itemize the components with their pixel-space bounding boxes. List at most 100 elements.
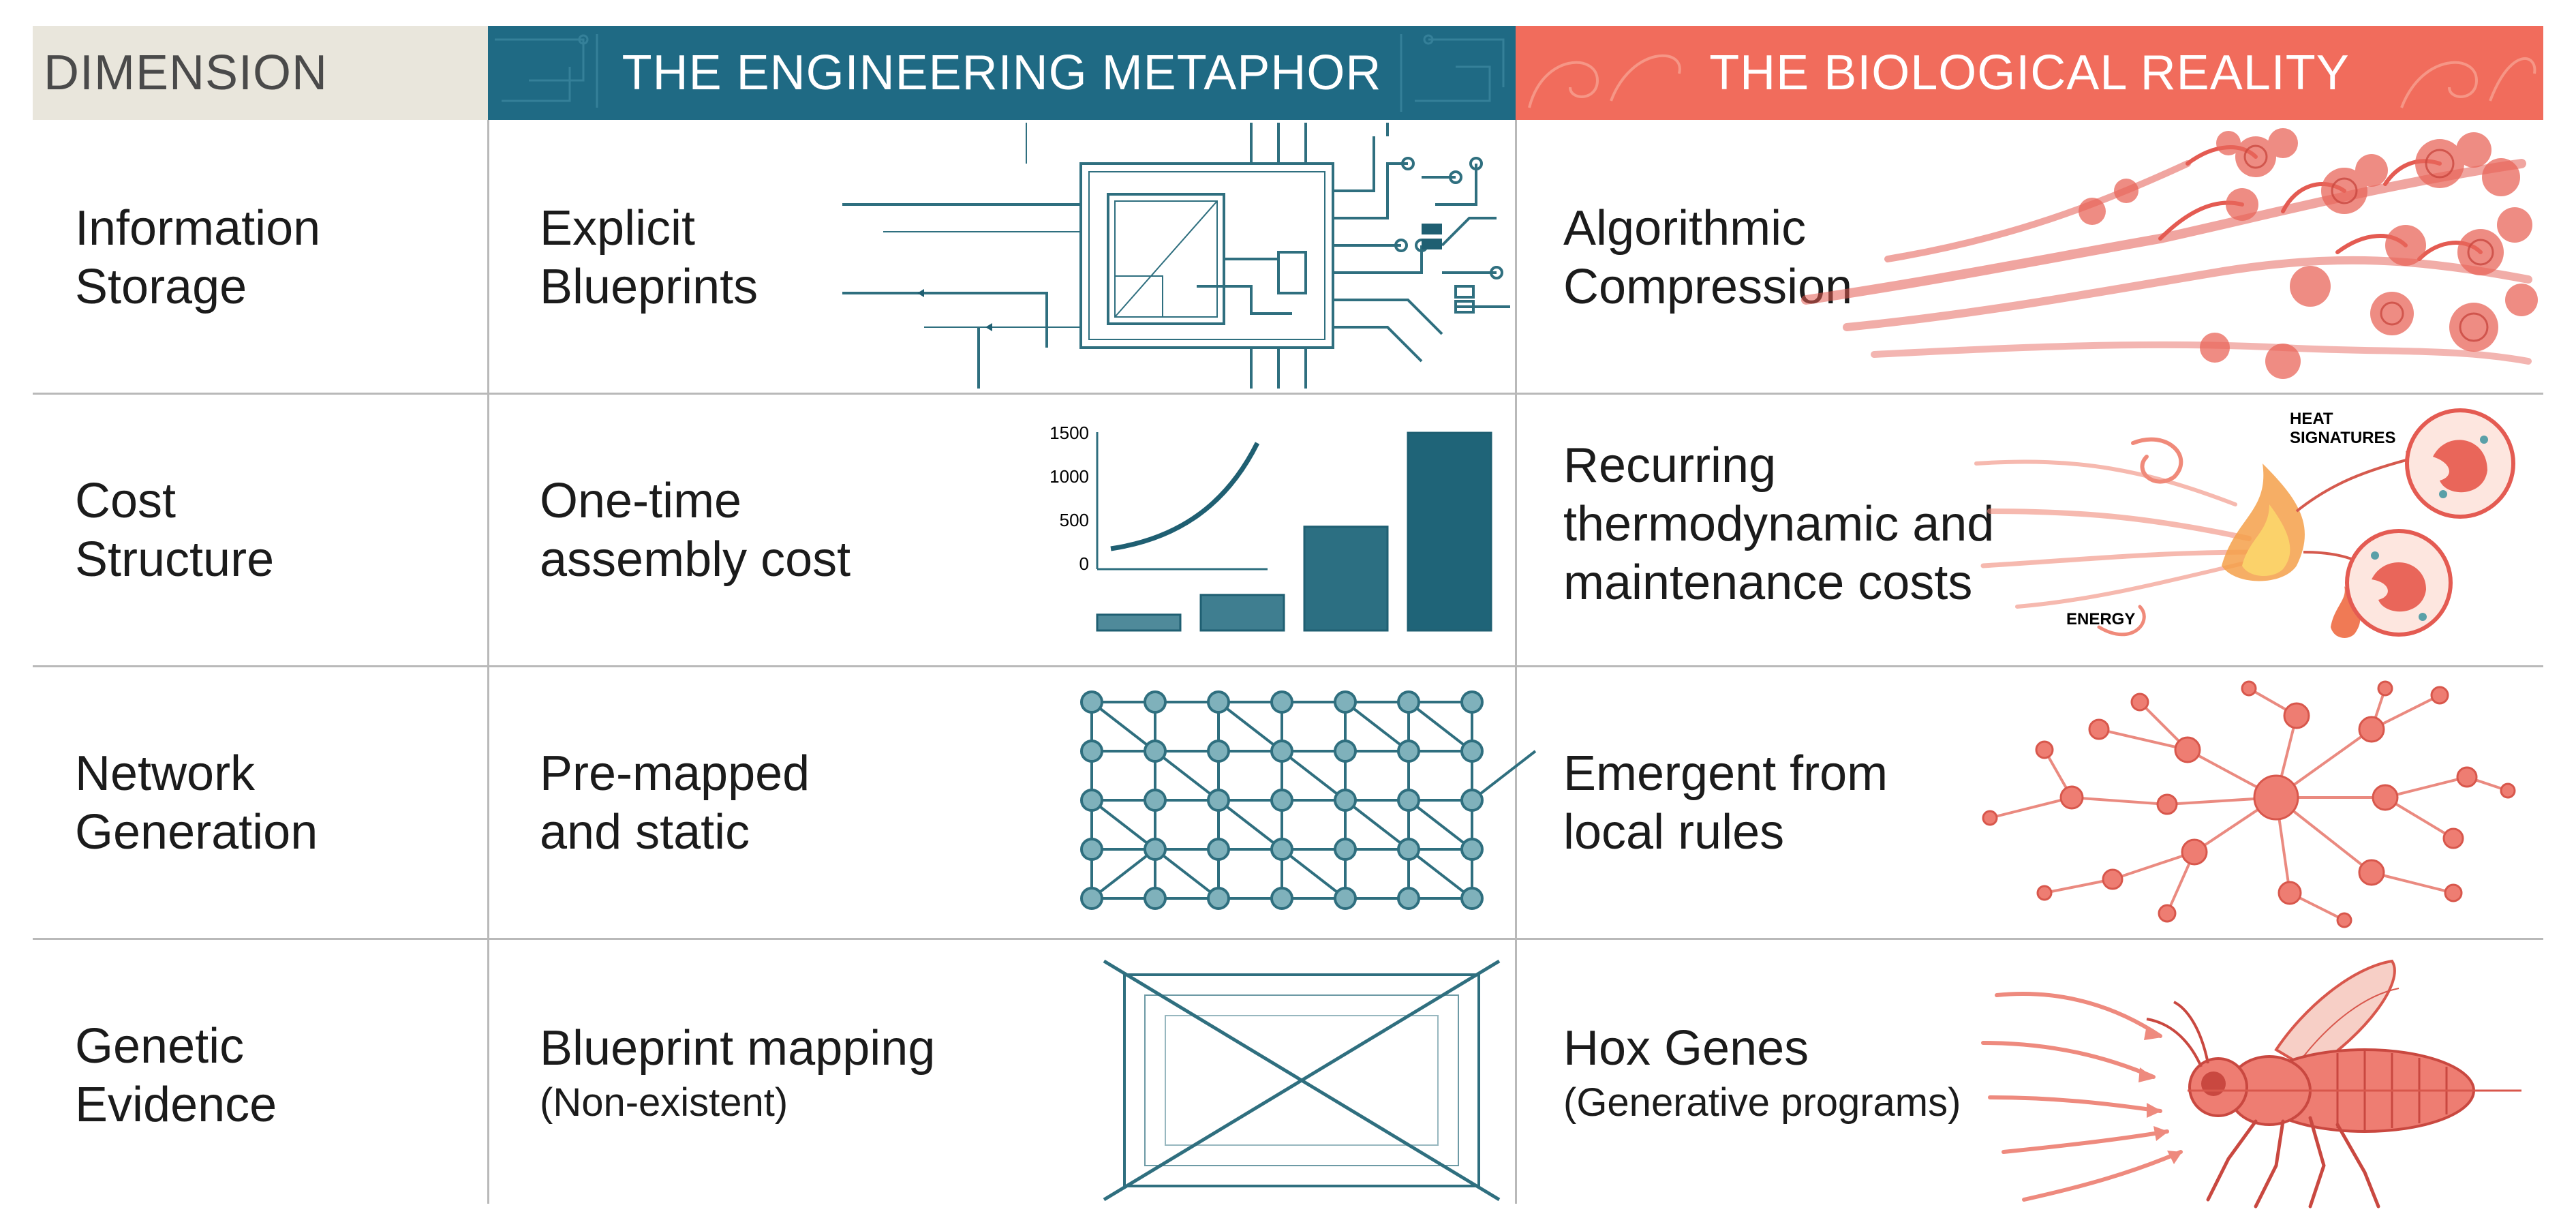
header-engineering-label: THE ENGINEERING METAPHOR [622,46,1382,100]
grid-node [1207,887,1230,910]
heat-cells-icon: HEAT SIGNATURES ENERGY [1974,408,2515,638]
row3-dimension-line2: Generation [75,805,318,860]
row4-engineering-line1: Blueprint mapping [540,1021,936,1076]
grid-node [1334,690,1357,714]
row1-biological: Algorithmic Compression [1563,199,1852,316]
grid-diagonal [1090,799,1156,851]
row3-biological-line1: Emergent from [1563,746,1888,801]
grid-node [1270,887,1293,910]
grid-diagonal [1281,750,1347,802]
grid-node [1460,789,1484,812]
grid-diagonal [1217,799,1283,851]
row4-dimension-line1: Genetic [75,1019,245,1074]
grid-node [1334,887,1357,910]
energy-label: ENERGY [2066,610,2135,628]
row2-engineering: One-time assembly cost [540,472,850,589]
row4-dimension-line2: Evidence [75,1078,277,1132]
circuit-blueprint-icon [842,123,1510,389]
grid-diagonal [1154,848,1220,900]
row2-dimension-line2: Structure [75,532,275,587]
cell-top [2405,408,2515,519]
cost-chart-tick-0: 1500 [1049,423,1089,443]
grid-network-icon [1080,690,1537,910]
row1-engineering-line1: Explicit [540,201,696,256]
row1-engineering: Explicit Blueprints [540,199,758,316]
row-divider-1 [33,393,2543,395]
organic-network-icon [1982,680,2516,928]
row2-dimension-line1: Cost [75,474,177,528]
grid-node [1207,690,1230,714]
grid-node [1270,789,1293,812]
header-dimension-label: DIMENSION [44,46,328,100]
row2-engineering-line1: One-time [540,474,742,528]
grid-diagonal [1471,750,1537,802]
cost-bar-3 [1303,526,1389,632]
grid-diagonal [1090,701,1156,753]
grid-diagonal [1344,799,1410,851]
row-divider-2 [33,665,2543,667]
row2-dimension: Cost Structure [75,472,274,589]
grid-node [1144,838,1167,861]
cost-bar-4 [1407,431,1492,632]
header-biological-label: THE BIOLOGICAL REALITY [1709,46,2350,100]
grid-diagonal [1154,750,1220,802]
fruit-fly-icon [1981,959,2521,1209]
row2-biological-line2: thermodynamic and [1563,497,1995,551]
header-biological-swirl-decoration [1528,54,2536,108]
grid-node [1207,740,1230,763]
row4-engineering: Blueprint mapping (Non-existent) [540,1019,935,1128]
grid-diagonal [1344,701,1410,753]
row3-biological-line2: local rules [1563,805,1785,860]
cost-chart-tick-1: 1000 [1049,466,1089,487]
grid-node [1144,740,1167,763]
grid-node [1397,887,1420,910]
cost-bar-2 [1199,594,1285,632]
grid-node [1334,838,1357,861]
row2-biological-line1: Recurring [1563,438,1777,493]
row-divider-3 [33,938,2543,940]
header-engineering-cell [488,26,1516,120]
row3-engineering-line2: and static [540,805,750,860]
cost-chart: 1500 1000 500 0 [1049,423,1492,632]
grid-diagonal [1090,848,1156,900]
cost-bar-1 [1096,613,1182,632]
grid-node [1080,690,1103,714]
header-biological-cell [1516,26,2543,120]
cost-chart-tick-2: 500 [1060,510,1089,530]
row2-biological-line3: maintenance costs [1563,556,1973,610]
grid-node [1397,690,1420,714]
fractal-tree-icon [1801,128,2538,379]
grid-diagonal [1217,701,1283,753]
grid-node [1080,789,1103,812]
grid-diagonal [1407,848,1473,900]
grid-node [1397,838,1420,861]
grid-node [1270,690,1293,714]
crossed-box-icon [1103,959,1501,1202]
cost-chart-growth-curve [1110,442,1260,551]
row1-engineering-line2: Blueprints [540,260,758,314]
grid-node [1460,838,1484,861]
grid-node [1397,789,1420,812]
column-divider-2 [1515,120,1517,1204]
row4-biological: Hox Genes (Generative programs) [1563,1019,1961,1128]
cost-chart-tick-3: 0 [1079,553,1089,574]
row1-biological-line1: Algorithmic [1563,201,1807,256]
grid-node [1460,887,1484,910]
row3-engineering-line1: Pre-mapped [540,746,810,801]
cost-chart-bars [1096,431,1492,632]
grid-node [1080,838,1103,861]
cell-bottom [2345,529,2453,637]
column-divider-1 [487,120,489,1204]
grid-node [1334,789,1357,812]
grid-node [1080,740,1103,763]
grid-node [1460,690,1484,714]
grid-node [1144,887,1167,910]
grid-diagonal [1407,701,1473,753]
row4-dimension: Genetic Evidence [75,1017,277,1134]
heat-label-line1: HEAT [2290,410,2333,428]
heat-label-line2: SIGNATURES [2290,429,2396,447]
row1-dimension-line1: Information [75,201,321,256]
grid-node [1207,789,1230,812]
row3-dimension-line1: Network [75,746,256,801]
